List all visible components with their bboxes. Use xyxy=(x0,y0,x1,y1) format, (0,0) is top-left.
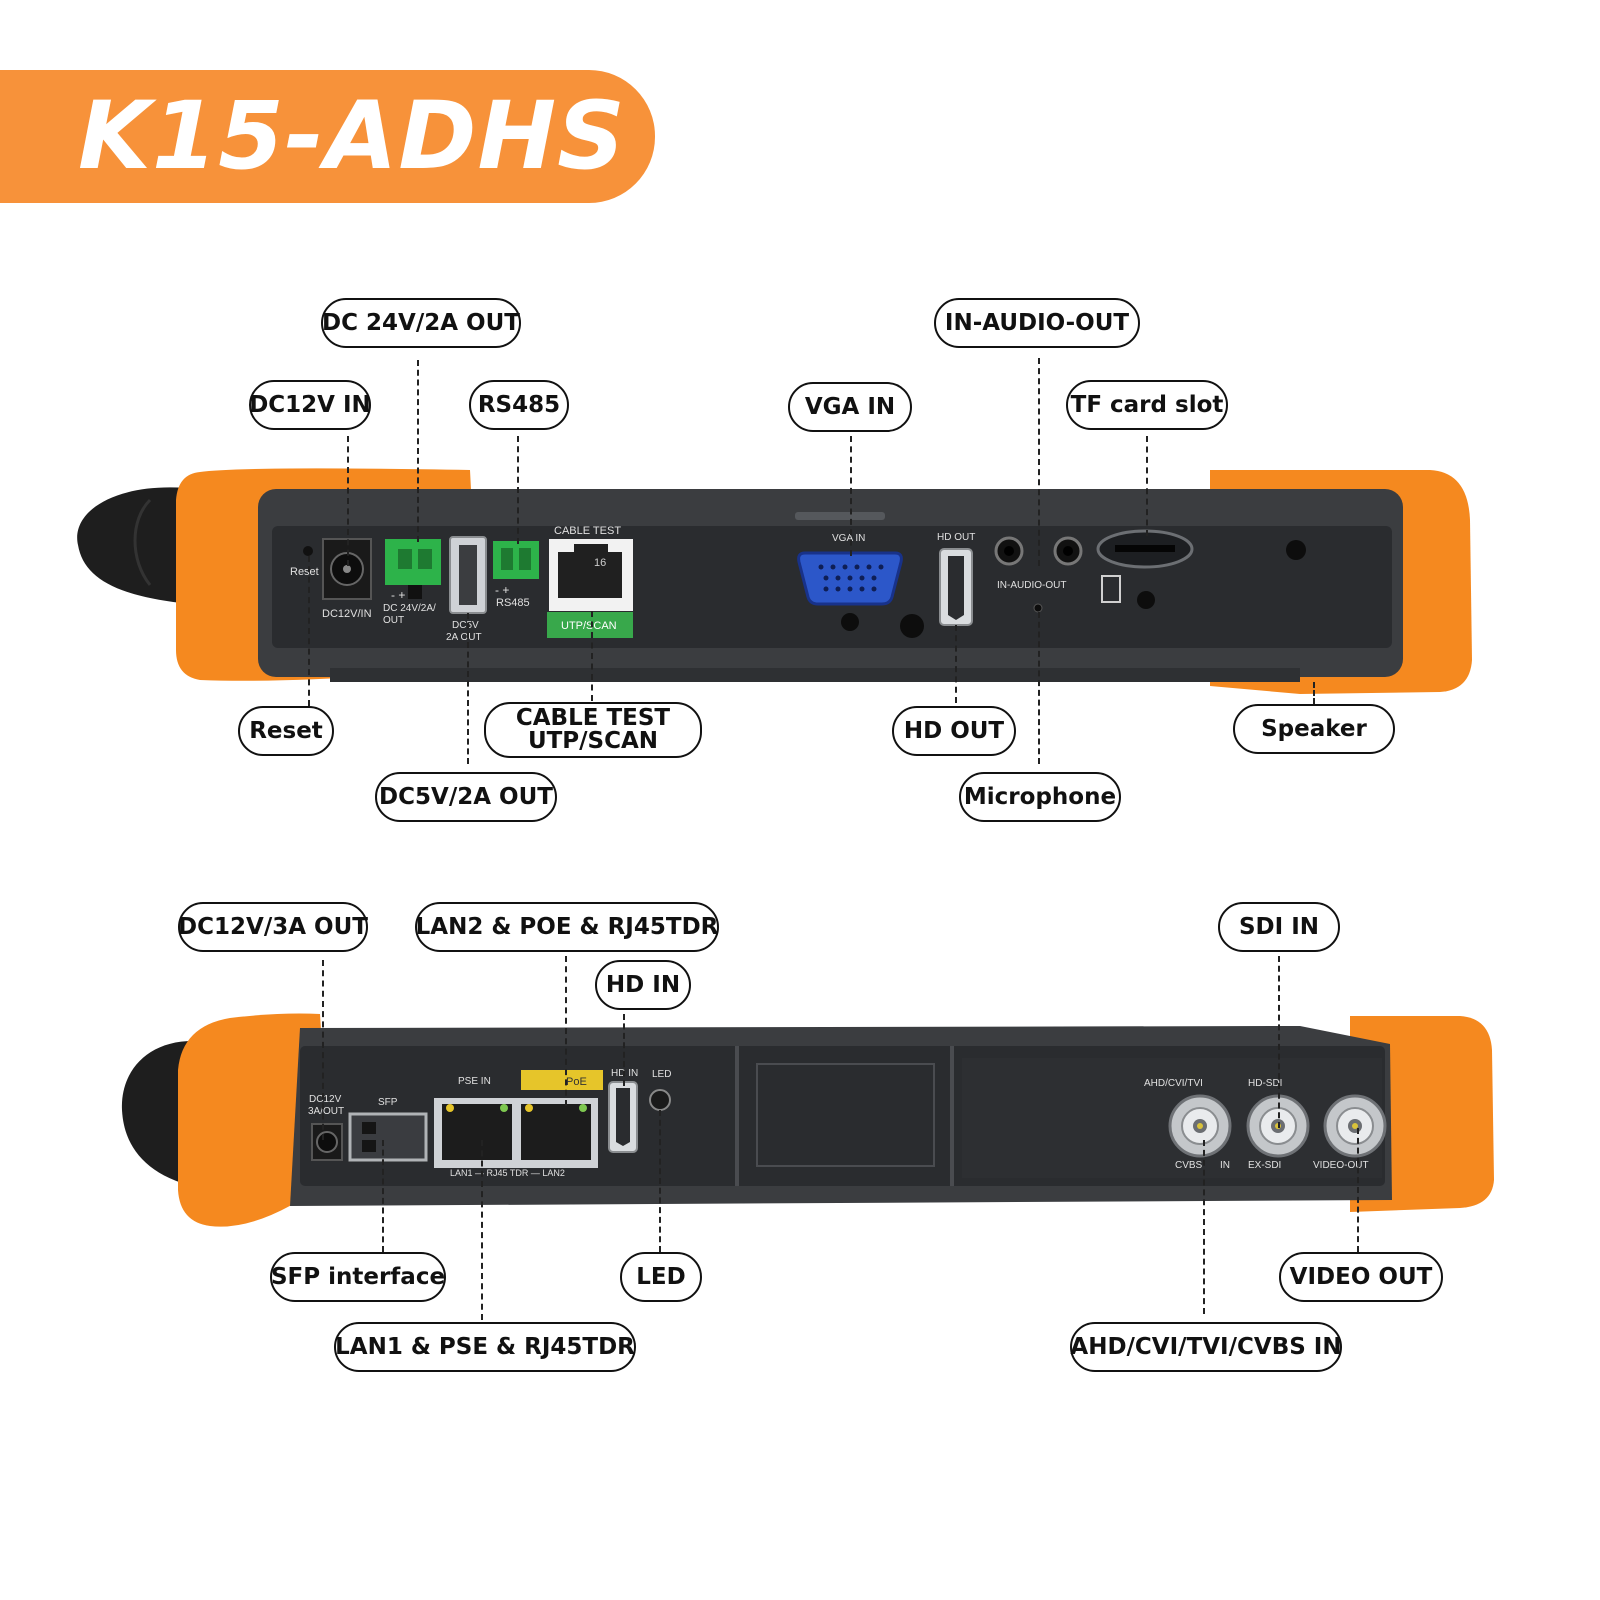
leader-dc12v-out xyxy=(322,960,324,1140)
leader-cable-test xyxy=(591,611,593,701)
label-vga-in: VGA IN xyxy=(832,533,865,544)
lan1-port xyxy=(442,1104,512,1160)
callout-in-audio-out: IN-AUDIO-OUT xyxy=(934,298,1140,348)
callout-dc12v-in: DC12V IN xyxy=(249,380,371,430)
vga-screw-hole xyxy=(841,613,859,631)
label-reset: Reset xyxy=(290,566,319,578)
leader-dc12v-in xyxy=(347,436,349,566)
leader-tf-card xyxy=(1146,436,1148,536)
leader-sfp xyxy=(382,1140,384,1252)
leader-in-audio-out xyxy=(1038,358,1040,566)
bnc-video-out xyxy=(1323,1094,1387,1158)
callout-cable-test: CABLE TEST UTP/SCAN xyxy=(484,702,702,758)
leader-ahd-cvbs xyxy=(1203,1140,1205,1314)
callout-cable-test-line2: UTP/SCAN xyxy=(527,728,659,754)
speaker-hole xyxy=(1286,540,1306,560)
vga-screw-hole-2 xyxy=(900,614,924,638)
lan2-port xyxy=(521,1104,591,1160)
leader-hd-in xyxy=(623,1014,625,1086)
leader-dc24v xyxy=(417,360,419,542)
leader-dc5v xyxy=(467,613,469,764)
label-poe: PoE xyxy=(566,1076,587,1088)
label-pse-in: PSE IN xyxy=(458,1076,491,1087)
poe-badge xyxy=(521,1070,603,1090)
label-port-number: 16 xyxy=(594,557,606,569)
leader-video-out xyxy=(1357,1128,1359,1252)
tf-card-icon xyxy=(1101,575,1121,603)
callout-tf-card-slot: TF card slot xyxy=(1066,380,1228,430)
product-title: K15-ADHS xyxy=(78,82,626,191)
rs485-terminal xyxy=(493,541,539,579)
label-dc24v-out: DC 24V/2A/ xyxy=(383,603,436,614)
callout-speaker: Speaker xyxy=(1233,704,1395,754)
label-plus-minus-rs485: - + xyxy=(495,583,509,597)
label-led: LED xyxy=(652,1069,671,1080)
leader-led xyxy=(659,1110,661,1252)
leader-sdi-in xyxy=(1278,956,1280,1128)
callout-dc12v-3a-out: DC12V/3A OUT xyxy=(178,902,368,952)
sfp-port xyxy=(348,1112,428,1162)
label-ahd-cvi-tvi: AHD/CVI/TVI xyxy=(1144,1078,1203,1089)
leader-rs485 xyxy=(517,436,519,544)
callout-sfp-interface: SFP interface xyxy=(270,1252,446,1302)
label-cvbs: CVBS xyxy=(1175,1160,1203,1171)
label-in: IN xyxy=(1220,1160,1230,1171)
leader-speaker xyxy=(1313,682,1315,704)
leader-microphone xyxy=(1038,612,1040,764)
label-video-out: VIDEO-OUT xyxy=(1313,1160,1369,1171)
label-lan-strip: LAN1 — RJ45 TDR — LAN2 xyxy=(450,1168,565,1178)
callout-lan1-pse: LAN1 & PSE & RJ45TDR xyxy=(334,1322,636,1372)
hand-strap-top xyxy=(77,487,205,605)
label-rs485: RS485 xyxy=(496,597,530,609)
callout-ahd-cvbs-in: AHD/CVI/TVI/CVBS IN xyxy=(1070,1322,1342,1372)
led-indicator xyxy=(649,1089,671,1111)
leader-lan1 xyxy=(481,1140,483,1320)
utp-scan-strip xyxy=(547,612,633,638)
callout-hd-in: HD IN xyxy=(595,960,691,1010)
callout-vga-in: VGA IN xyxy=(788,382,912,432)
callout-hd-out: HD OUT xyxy=(892,706,1016,756)
reset-hole xyxy=(303,546,313,556)
label-in-audio-out: IN-AUDIO-OUT xyxy=(997,580,1066,591)
callout-sdi-in: SDI IN xyxy=(1218,902,1340,952)
bnc-cvbs-in xyxy=(1168,1094,1232,1158)
label-dc5v-out: DC5V xyxy=(452,620,479,631)
leader-hd-out xyxy=(955,625,957,703)
label-utp-scan: UTP/SCAN xyxy=(561,620,617,632)
callout-dc24v-out: DC 24V/2A OUT xyxy=(321,298,521,348)
leader-lan2 xyxy=(565,956,567,1106)
label-hd-sdi: HD-SDI xyxy=(1248,1078,1282,1089)
label-dc24v-out-2: OUT xyxy=(383,615,404,626)
callout-led: LED xyxy=(620,1252,702,1302)
label-dc5v-out-2: 2A OUT xyxy=(446,632,482,643)
label-sfp: SFP xyxy=(378,1097,398,1108)
callout-dc5v-out: DC5V/2A OUT xyxy=(375,772,557,822)
label-dc12v-out-2: 3A/OUT xyxy=(308,1106,344,1117)
tf-hole xyxy=(1137,591,1155,609)
callout-rs485: RS485 xyxy=(469,380,569,430)
callout-cable-test-line1: CABLE TEST xyxy=(515,705,671,731)
label-hd-out: HD OUT xyxy=(937,532,975,543)
label-cable-test: CABLE TEST xyxy=(554,525,621,537)
leader-reset xyxy=(308,556,310,706)
leader-vga xyxy=(850,436,852,556)
label-dc12v-out: DC12V xyxy=(309,1094,342,1105)
callout-video-out: VIDEO OUT xyxy=(1279,1252,1443,1302)
label-plus-minus-24v: - + xyxy=(391,588,405,602)
label-dc12v-in: DC12V/IN xyxy=(322,608,372,620)
callout-microphone: Microphone xyxy=(959,772,1121,822)
callout-lan2-poe: LAN2 & POE & RJ45TDR xyxy=(415,902,719,952)
title-banner xyxy=(0,70,655,203)
cover-panel xyxy=(756,1063,935,1167)
callout-reset: Reset xyxy=(238,706,334,756)
label-ex-sdi: EX-SDI xyxy=(1248,1160,1281,1171)
